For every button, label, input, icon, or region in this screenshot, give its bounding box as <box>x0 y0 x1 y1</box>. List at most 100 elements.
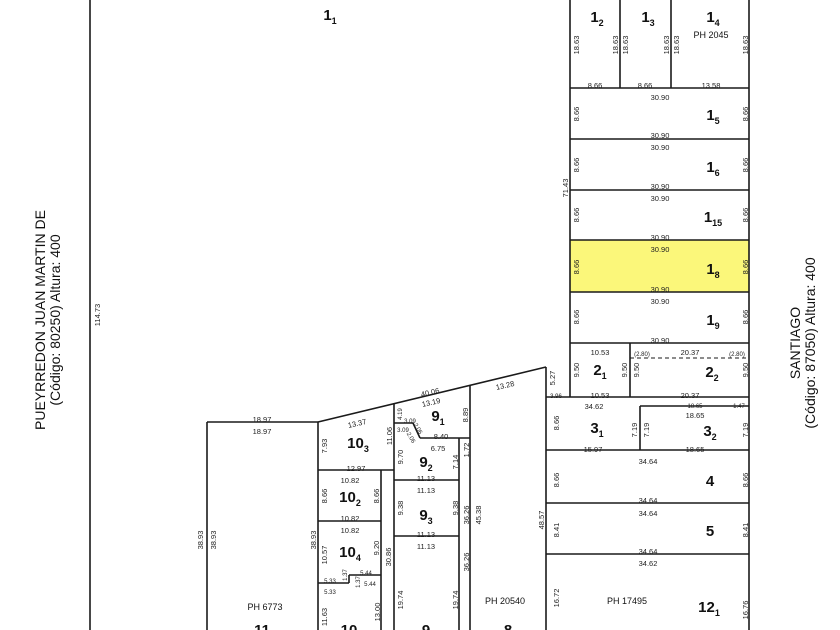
parcel-number: 10 <box>341 622 358 630</box>
parcel-subnumber: 4 <box>356 553 361 563</box>
measurement-label: 7.19 <box>630 423 639 438</box>
measurement-label: 7.93 <box>320 439 329 454</box>
parcel-label[interactable]: 121 <box>698 599 720 618</box>
measurement-label: 34.64 <box>639 496 658 505</box>
parcel-label[interactable]: 4 <box>706 473 715 490</box>
parcel-subnumber: 3 <box>650 18 655 28</box>
parcel-label[interactable]: 11 <box>323 7 336 26</box>
parcel-subnumber: 3 <box>364 444 369 454</box>
measurement-label: 8.66 <box>372 489 381 504</box>
parcel-number: 11 <box>254 622 270 630</box>
measurement-label: 18.63 <box>672 36 681 55</box>
parcel-number: 1 <box>590 9 598 26</box>
parcel-label[interactable]: 13 <box>641 9 654 28</box>
measurement-label: 48.57 <box>537 511 546 530</box>
parcel-label[interactable]: 32 <box>703 423 716 442</box>
measurement-label: 13.58 <box>702 81 721 90</box>
measurement-label: 71.43 <box>561 179 570 198</box>
measurement-label: 1.37 <box>356 576 362 588</box>
measurement-label: 34.64 <box>639 547 658 556</box>
parcel-label[interactable]: 31 <box>590 420 603 439</box>
measurement-label: 9.50 <box>572 363 581 378</box>
ph-number: PH 17495 <box>607 596 647 606</box>
parcel-subnumber: 2 <box>712 432 717 442</box>
parcel-number: 9 <box>419 507 427 524</box>
parcel-label[interactable]: 12 <box>590 9 603 28</box>
measurement-label: 11.13 <box>417 486 435 495</box>
measurement-label: 9.70 <box>396 450 405 465</box>
parcel-subnumber: 9 <box>715 321 720 331</box>
parcel-label[interactable]: 15 <box>706 107 719 126</box>
street-name: PUEYRREDON JUAN MARTIN DE <box>32 210 48 430</box>
measurement-label: 10.53 <box>591 391 610 400</box>
parcel-subnumber: 1 <box>602 371 607 381</box>
parcel-number: 2 <box>593 362 601 379</box>
parcel-label[interactable]: 19 <box>706 312 719 331</box>
measurement-label: 8.66 <box>552 473 561 488</box>
measurement-label: 5.44 <box>364 582 376 588</box>
measurement-label: 1.72 <box>462 443 471 458</box>
parcel-label[interactable]: 14 <box>706 9 719 28</box>
measurement-label: 9.50 <box>632 363 641 378</box>
street-label-left: PUEYRREDON JUAN MARTIN DE (Código: 80250… <box>32 210 63 430</box>
parcel-number: 1 <box>706 9 714 26</box>
parcel-label[interactable]: 103 <box>347 435 369 454</box>
measurement-label: 18.63 <box>621 36 630 55</box>
measurement-label: 6.75 <box>431 444 446 453</box>
measurement-label: 10.82 <box>341 514 360 523</box>
parcel-number: 4 <box>706 473 715 490</box>
parcel-label[interactable]: 5 <box>706 523 714 540</box>
ph-number: PH 6773 <box>247 602 282 612</box>
measurement-label: 9.38 <box>396 501 405 516</box>
measurement-label: (2.80) <box>634 352 650 358</box>
parcel-label[interactable]: 115 <box>704 209 722 228</box>
parcel-number: 3 <box>703 423 711 440</box>
parcel-label[interactable]: 10 <box>341 622 358 630</box>
measurement-label: 8.89 <box>461 408 470 423</box>
measurement-label: 18.97 <box>253 427 272 436</box>
measurement-label: 30.86 <box>384 548 393 567</box>
measurement-label: 1.47 <box>733 404 745 410</box>
parcel-label[interactable]: 16 <box>706 159 719 178</box>
measurement-label: 19.74 <box>451 591 460 610</box>
parcel-subnumber: 8 <box>715 270 720 280</box>
measurement-label: 34.64 <box>639 457 658 466</box>
measurement-label: 9.50 <box>741 363 750 378</box>
measurement-label: 20.37 <box>681 348 700 357</box>
measurement-label: 13.28 <box>495 379 515 392</box>
parcel-label[interactable]: 102 <box>339 489 361 508</box>
measurement-label: 8.66 <box>741 158 750 173</box>
measurement-label: 5.33 <box>324 579 336 585</box>
parcel-label[interactable]: 91 <box>431 408 444 427</box>
measurement-label: 8.66 <box>572 260 581 275</box>
measurement-label: 36.26 <box>462 506 471 525</box>
parcel-label[interactable]: 92 <box>419 454 432 473</box>
street-label-right: SANTIAGO (Código: 87050) Altura: 400 <box>787 257 818 428</box>
measurement-label: 8.66 <box>741 107 750 122</box>
measurement-label: 30.90 <box>651 182 670 191</box>
measurement-label: 3.09 <box>404 419 416 425</box>
parcel-label[interactable]: 21 <box>593 362 606 381</box>
measurement-label: 30.90 <box>651 297 670 306</box>
measurement-label: 18.65 <box>686 411 705 420</box>
parcel-number: 9 <box>419 454 427 471</box>
parcel-label[interactable]: 8 <box>504 622 512 630</box>
measurement-label: 11.13 <box>417 542 435 551</box>
parcel-number: 1 <box>706 312 714 329</box>
parcel-label[interactable]: 11 <box>254 622 270 630</box>
parcel-label[interactable]: 93 <box>419 507 432 526</box>
parcel-label[interactable]: 9 <box>422 622 430 630</box>
measurement-label: 114.73 <box>93 304 102 326</box>
parcel-number: 10 <box>347 435 364 452</box>
parcel-label[interactable]: 18 <box>706 261 719 280</box>
measurement-label: 3.09 <box>397 428 409 434</box>
parcel-label[interactable]: 104 <box>339 544 361 563</box>
parcel-label[interactable]: 22 <box>705 364 718 383</box>
parcel-number: 1 <box>704 209 712 226</box>
parcel-1-8-highlight[interactable] <box>570 240 749 292</box>
measurement-label: 18.65 <box>687 404 703 410</box>
parcel-subnumber: 6 <box>715 168 720 178</box>
